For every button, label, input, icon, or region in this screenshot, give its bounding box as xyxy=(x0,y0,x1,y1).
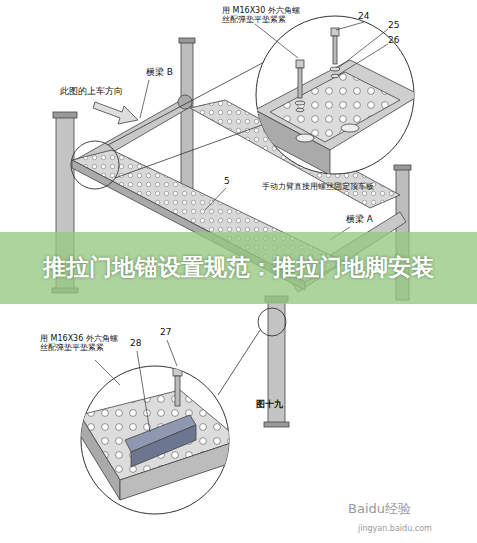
callout-number: 27 xyxy=(160,327,171,337)
direction-note: 此图的上车方向 xyxy=(60,86,123,96)
watermark: Baidu经验 xyxy=(348,502,411,517)
callout-number: 26 xyxy=(388,35,399,45)
bolt-note: 用 M16X36 外六角螺丝配弹垫平垫紧紧 xyxy=(40,334,124,352)
callout-number: 24 xyxy=(358,11,369,21)
watermark: jingyan.baidu.com xyxy=(358,524,432,533)
assembly-note: 手动力臂直接用螺丝固定顶车板 xyxy=(262,182,374,191)
title-text: 推拉门地锚设置规范：推拉门地脚安装 xyxy=(29,252,449,283)
part-name: 横梁 A xyxy=(346,214,373,224)
title-banner: 推拉门地锚设置规范：推拉门地脚安装 xyxy=(0,232,477,304)
callout-number: 25 xyxy=(388,20,399,30)
callout-number: 28 xyxy=(130,338,141,348)
figure-number: 图十九 xyxy=(256,399,283,409)
bolt-note: 用 M16X30 外六角螺丝配弹垫平垫紧紧 xyxy=(222,6,306,24)
callout-number: 5 xyxy=(224,176,230,186)
part-name: 横梁 B xyxy=(146,67,173,77)
